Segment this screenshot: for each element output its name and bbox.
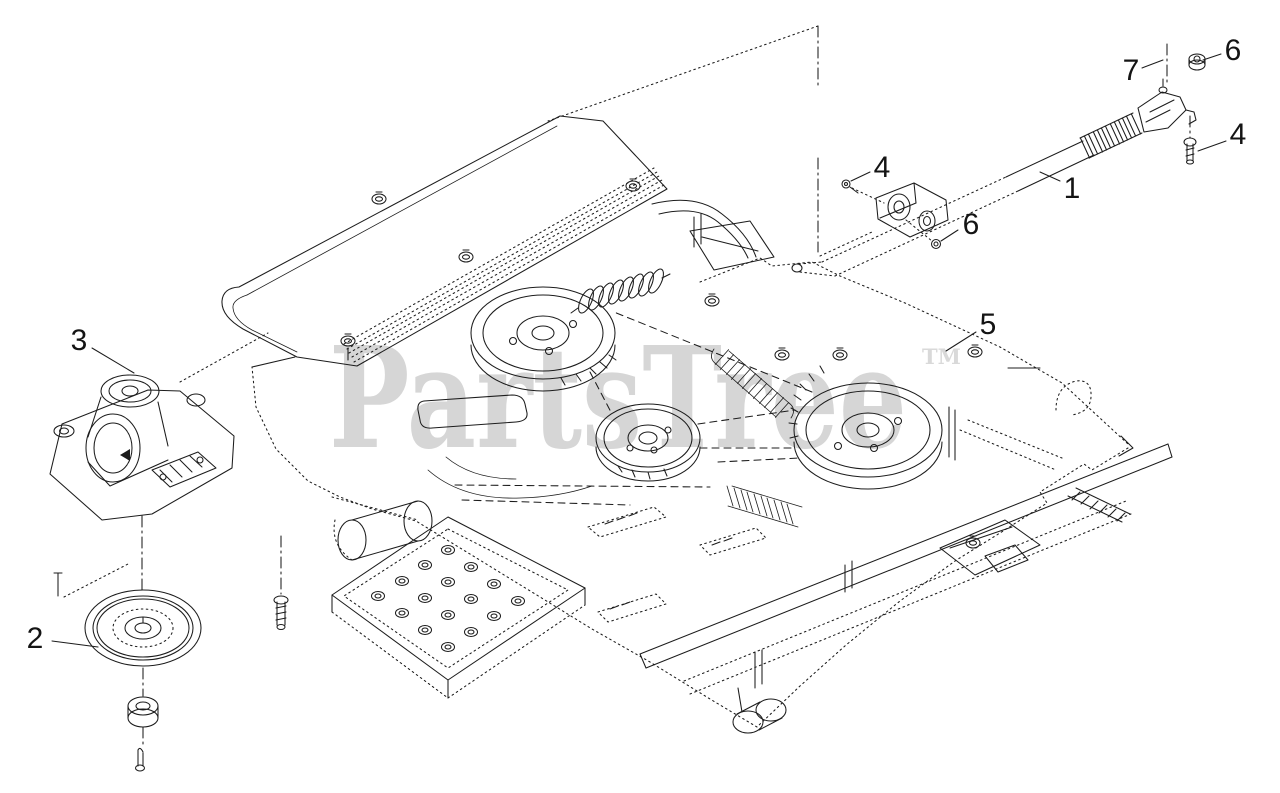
- pto-cable-assembly: [791, 43, 1206, 277]
- watermark-tm: TM: [922, 344, 961, 369]
- callout-3-label[interactable]: 3: [71, 324, 88, 357]
- callout-6-mid-label[interactable]: 6: [963, 208, 980, 241]
- callout-5-label[interactable]: 5: [980, 308, 997, 341]
- grease-fitting: [134, 747, 146, 772]
- callout-2-label[interactable]: 2: [27, 622, 44, 655]
- decal-strips: [587, 506, 767, 623]
- belt-cover: [221, 115, 668, 367]
- centerlines: [547, 25, 873, 257]
- callout-2[interactable]: 2: [27, 622, 99, 655]
- deck-body: [251, 257, 1134, 728]
- coil-spring: [570, 268, 671, 314]
- frame-rails: [639, 443, 1173, 695]
- callout-1[interactable]: 1: [1039, 171, 1081, 205]
- idler-spring-lower: [726, 485, 803, 528]
- callout-5[interactable]: 5: [945, 308, 997, 352]
- spindle-pulley-right: [788, 365, 943, 490]
- watermark: PartsTree TM: [329, 317, 961, 481]
- rear-bracket-assembly: [570, 178, 775, 314]
- drive-belt: [454, 311, 813, 506]
- callout-3[interactable]: 3: [71, 324, 135, 374]
- callout-7[interactable]: 7: [1123, 54, 1164, 87]
- spindle-pulley-center: [595, 403, 701, 482]
- callout-1-label[interactable]: 1: [1064, 172, 1081, 205]
- cable-clamp: [841, 179, 949, 250]
- front-plate: [331, 516, 586, 699]
- electric-clutch: [49, 332, 269, 598]
- callout-4-left-label[interactable]: 4: [874, 151, 891, 184]
- clutch-pulley: [84, 589, 202, 772]
- anti-scalp-roller-front: [732, 649, 787, 734]
- callout-6-top-label[interactable]: 6: [1225, 34, 1242, 67]
- callouts: 1 2 3 4 4 5 6 6: [27, 34, 1247, 655]
- callout-4-right[interactable]: 4: [1197, 118, 1247, 152]
- callout-4-left[interactable]: 4: [850, 151, 891, 184]
- hanger-bolt: [273, 535, 289, 631]
- callout-6-top[interactable]: 6: [1202, 34, 1242, 67]
- spindle-pulley-left: [470, 286, 617, 392]
- idler-spring-upper: [711, 348, 794, 419]
- callout-7-label[interactable]: 7: [1123, 54, 1140, 87]
- callout-4-right-label[interactable]: 4: [1230, 118, 1247, 151]
- cable-end-fitting: [1137, 78, 1197, 133]
- spindle-nut: [127, 696, 159, 728]
- callout-6-mid[interactable]: 6: [940, 208, 980, 242]
- cable-spring-section: [1079, 112, 1143, 159]
- cable-nut: [1188, 53, 1206, 71]
- watermark-text: PartsTree: [329, 317, 907, 481]
- anti-scalp-roller-left: [333, 500, 433, 561]
- cable-bolt-right: [1183, 115, 1197, 165]
